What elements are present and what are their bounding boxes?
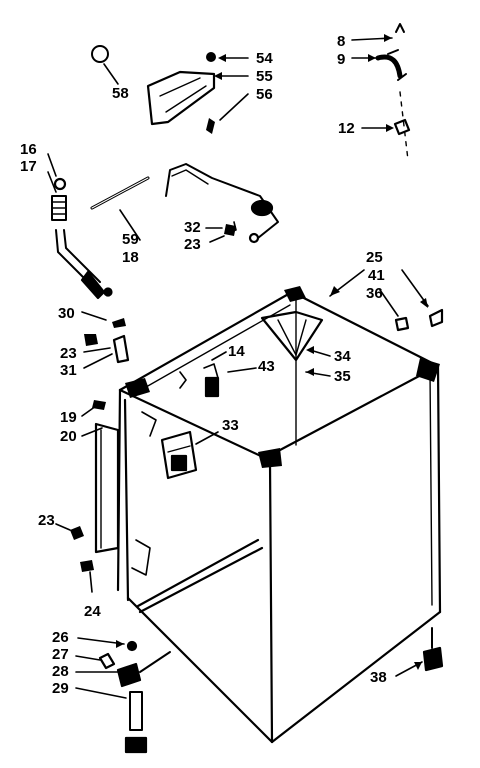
part-12 <box>393 118 411 136</box>
label-12: 12 <box>338 120 355 137</box>
part-55-bracket <box>146 52 216 134</box>
cabinet-top-edge-left <box>118 290 294 392</box>
label-38: 38 <box>370 669 387 686</box>
label-28: 28 <box>52 663 69 680</box>
inlet-hose <box>51 177 113 300</box>
leveling-leg <box>98 640 171 754</box>
cabinet-top-edge-right <box>290 290 440 368</box>
cabinet-right-inner <box>429 371 433 606</box>
corner-brackets <box>125 286 440 468</box>
support-bracket <box>260 310 324 362</box>
label-58: 58 <box>112 85 129 102</box>
clip-43 <box>204 376 220 398</box>
part-58 <box>91 45 109 63</box>
label-23-top: 23 <box>184 236 201 253</box>
cabinet-right-edge <box>436 364 442 614</box>
part-41 <box>428 308 444 328</box>
label-27: 27 <box>52 646 69 663</box>
label-23-mid: 23 <box>60 345 77 362</box>
cabinet-inner-bottom <box>136 538 260 608</box>
label-41: 41 <box>368 267 385 284</box>
cabinet-inner-bottom-2 <box>138 546 264 614</box>
label-17: 17 <box>20 158 37 175</box>
label-35: 35 <box>334 368 351 385</box>
label-14: 14 <box>228 343 245 360</box>
label-31: 31 <box>60 362 77 379</box>
label-59: 59 <box>122 231 139 248</box>
cabinet-top-front <box>118 388 267 460</box>
cabinet-inner-left <box>123 398 130 602</box>
cabinet <box>116 290 442 744</box>
leader-lines <box>47 37 429 699</box>
label-43: 43 <box>258 358 275 375</box>
arrowheads <box>116 34 428 670</box>
label-19: 19 <box>60 409 77 426</box>
cabinet-top-front-right <box>263 364 440 460</box>
label-56: 56 <box>256 86 273 103</box>
fill-tube-32 <box>165 163 279 244</box>
cabinet-bottom-left <box>126 596 274 744</box>
cabinet-front-left <box>268 460 274 744</box>
label-54: 54 <box>256 50 273 67</box>
label-26: 26 <box>52 629 69 646</box>
foot-38 <box>422 627 444 672</box>
label-32: 32 <box>184 219 201 236</box>
part-36 <box>394 316 410 332</box>
label-55: 55 <box>256 68 273 85</box>
label-8: 8 <box>337 33 346 50</box>
label-34: 34 <box>334 348 351 365</box>
label-24: 24 <box>84 603 101 620</box>
label-16: 16 <box>20 141 37 158</box>
label-29: 29 <box>52 680 69 697</box>
side-panel <box>94 422 120 554</box>
label-9: 9 <box>337 51 346 68</box>
block-33 <box>160 430 198 480</box>
label-20: 20 <box>60 428 77 445</box>
part-8-9-clamp <box>375 23 409 161</box>
label-33: 33 <box>222 417 239 434</box>
cabinet-bottom-right <box>270 610 442 744</box>
label-36: 36 <box>366 285 383 302</box>
label-25: 25 <box>366 249 383 266</box>
label-30: 30 <box>58 305 75 322</box>
label-18: 18 <box>122 249 139 266</box>
label-23-low: 23 <box>38 512 55 529</box>
